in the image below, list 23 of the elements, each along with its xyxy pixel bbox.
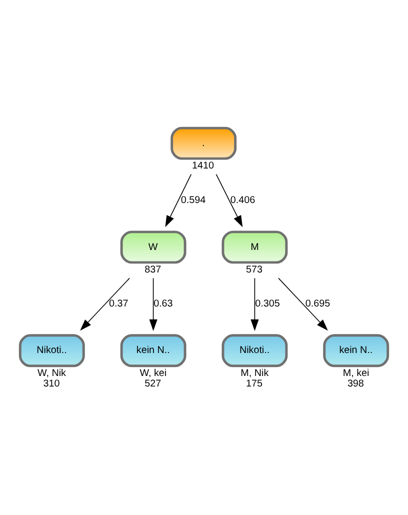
node-label: W, kei	[140, 368, 167, 379]
edge-label: 0.305	[255, 298, 280, 310]
edge-label: 0.695	[305, 298, 330, 310]
arrow	[149, 278, 158, 331]
node-label: 1410	[192, 160, 214, 172]
node-label: 837	[144, 264, 162, 276]
arrow	[165, 174, 192, 228]
arrow	[250, 278, 259, 331]
node-label: 175	[246, 378, 263, 390]
node-label: 527	[144, 378, 162, 390]
edge-label: 0.406	[230, 194, 256, 206]
node-label: 573	[246, 264, 263, 276]
node-label: 398	[347, 378, 364, 390]
edge-label: 0.594	[180, 194, 206, 206]
node-label: W, Nik	[37, 368, 66, 379]
arrow	[80, 278, 130, 331]
node-label: M, kei	[342, 368, 370, 379]
arrow	[278, 278, 328, 331]
edge-label: 0.37	[109, 298, 128, 310]
arrow	[216, 174, 243, 228]
edge-label: 0.63	[154, 298, 173, 310]
node-label: 310	[43, 378, 60, 390]
node-label: M, Nik	[240, 368, 269, 379]
